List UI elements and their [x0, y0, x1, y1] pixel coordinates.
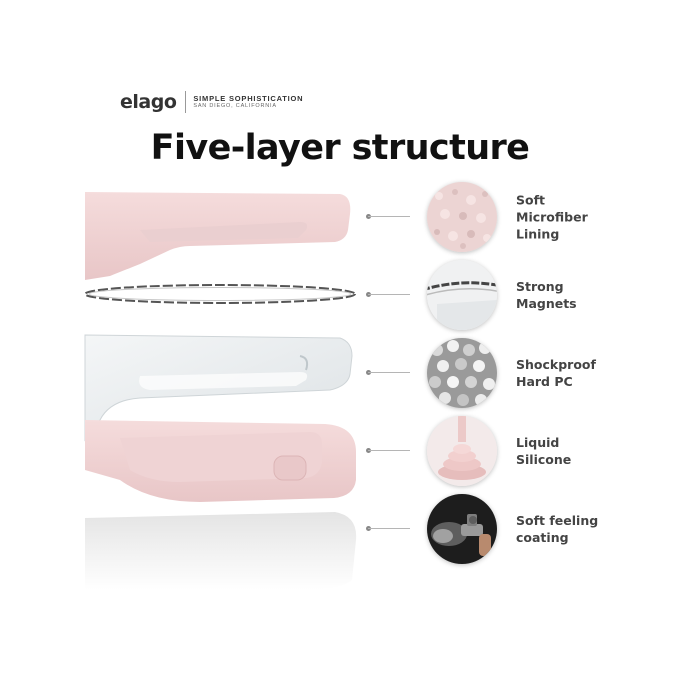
hard-pc-pellets-icon — [427, 338, 497, 408]
hard-pc-layer — [84, 334, 353, 442]
brand-divider — [185, 91, 187, 113]
connector-line — [368, 372, 410, 373]
magnet-ring-icon — [427, 260, 497, 330]
brand-location: SAN DIEGO, CALIFORNIA — [193, 103, 277, 110]
feature-label-line: Soft feeling — [516, 513, 599, 529]
connector-line — [368, 450, 410, 451]
liquid-silicone-icon — [427, 416, 497, 486]
connector-line — [368, 294, 410, 295]
feature-label-line: Soft — [516, 192, 546, 208]
feature-label: Shockproof Hard PC — [516, 357, 646, 391]
feature-label-line: Liquid — [516, 435, 560, 451]
feature-label-line: coating — [516, 530, 569, 545]
feature-strong-magnets: Strong Magnets — [360, 258, 680, 334]
feature-label-line: Strong — [516, 279, 564, 295]
feature-liquid-silicone: Liquid Silicone — [360, 414, 680, 490]
feature-label: Strong Magnets — [516, 279, 646, 313]
feature-label: Soft Microfiber Lining — [516, 193, 646, 244]
microfiber-texture-icon — [427, 182, 497, 252]
brand-logo: elago — [120, 91, 177, 113]
feature-microfiber-lining: Soft Microfiber Lining — [360, 180, 680, 256]
brand-tagline: SIMPLE SOPHISTICATION — [193, 93, 304, 103]
feature-label-line: Silicone — [516, 452, 572, 467]
case-layers-illustration — [0, 180, 420, 600]
brand-text: SIMPLE SOPHISTICATION SAN DIEGO, CALIFOR… — [193, 93, 304, 110]
feature-label-line: Microfiber — [516, 209, 588, 225]
feature-label: Soft feeling coating — [516, 513, 646, 547]
page-title: Five-layer structure — [150, 128, 530, 168]
soft-coating-layer — [85, 512, 357, 590]
feature-label-line: Lining — [516, 226, 560, 242]
brand-header: elago SIMPLE SOPHISTICATION SAN DIEGO, C… — [120, 90, 303, 114]
feature-label-line: Magnets — [516, 296, 577, 311]
connector-line — [368, 528, 410, 529]
feature-label: Liquid Silicone — [516, 435, 646, 469]
liquid-silicone-layer — [85, 420, 356, 502]
feature-shockproof-hard-pc: Shockproof Hard PC — [360, 336, 680, 412]
feature-label-line: Hard PC — [516, 374, 573, 389]
magnet-ring-layer — [84, 284, 356, 304]
connector-line — [368, 216, 410, 217]
spray-coating-icon — [427, 494, 497, 564]
feature-soft-coating: Soft feeling coating — [360, 492, 680, 568]
case-layers-svg — [84, 192, 357, 590]
feature-label-line: Shockproof — [516, 357, 596, 373]
microfiber-lining-layer — [85, 192, 351, 280]
